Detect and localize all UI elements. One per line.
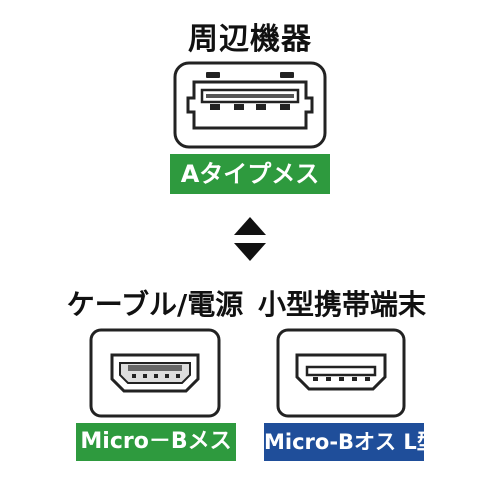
left-title: ケーブル/電源: [66, 288, 244, 321]
top-title: 周辺機器: [188, 22, 312, 57]
top-badge: Aタイプメス: [170, 154, 330, 194]
left-badge: Micro－Bメス: [76, 423, 236, 461]
right-badge: Micro-Bオス L型: [264, 423, 438, 461]
micro-b-female-port-icon: [89, 328, 221, 418]
micro-b-male-plug-icon: [276, 328, 406, 418]
right-title: 小型携帯端末: [258, 288, 427, 321]
usb-a-port-icon: [173, 61, 327, 149]
up-down-arrow-icon: [234, 217, 266, 261]
